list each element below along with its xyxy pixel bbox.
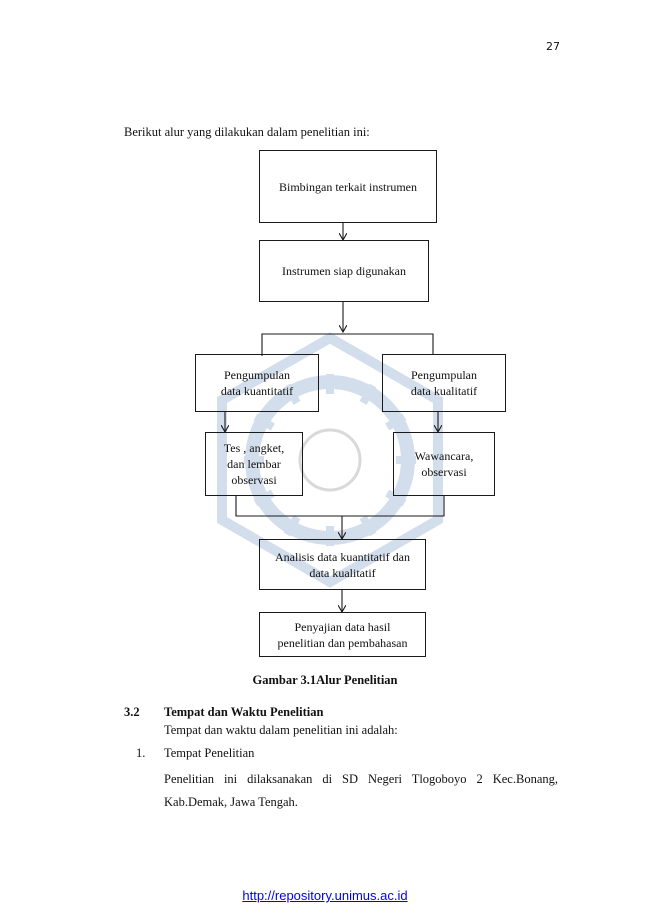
repository-link[interactable]: http://repository.unimus.ac.id — [242, 888, 408, 903]
flow-box-interview: Wawancara, observasi — [393, 432, 495, 496]
flow-box-presentation: Penyajian data hasil penelitian dan pemb… — [259, 612, 426, 657]
list-item-body: Penelitian ini dilaksanakan di SD Negeri… — [164, 772, 558, 809]
flow-box-instrument-ready: Instrumen siap digunakan — [259, 240, 429, 302]
list-item-title: Tempat Penelitian — [164, 746, 255, 760]
section-number: 3.2 — [124, 705, 140, 719]
section-title: Tempat dan Waktu Penelitian — [164, 705, 324, 719]
intro-text: Berikut alur yang dilakukan dalam peneli… — [124, 125, 370, 139]
list-item-number: 1. — [136, 746, 146, 760]
merge-connector — [235, 495, 445, 517]
flow-box-tests: Tes , angket, dan lembar observasi — [205, 432, 303, 496]
page-number: 27 — [546, 40, 560, 53]
figure-caption: Gambar 3.1Alur Penelitian — [252, 673, 398, 687]
section-intro: Tempat dan waktu dalam penelitian ini ad… — [164, 723, 398, 737]
split-connector — [261, 333, 434, 356]
flow-box-qualitative-collection: Pengumpulan data kualitatif — [382, 354, 506, 412]
university-logo-watermark — [217, 332, 443, 588]
flow-box-guidance: Bimbingan terkait instrumen — [259, 150, 437, 223]
flow-box-analysis: Analisis data kuantitatif dan data kuali… — [259, 539, 426, 590]
flow-box-quantitative-collection: Pengumpulan data kuantitatif — [195, 354, 319, 412]
